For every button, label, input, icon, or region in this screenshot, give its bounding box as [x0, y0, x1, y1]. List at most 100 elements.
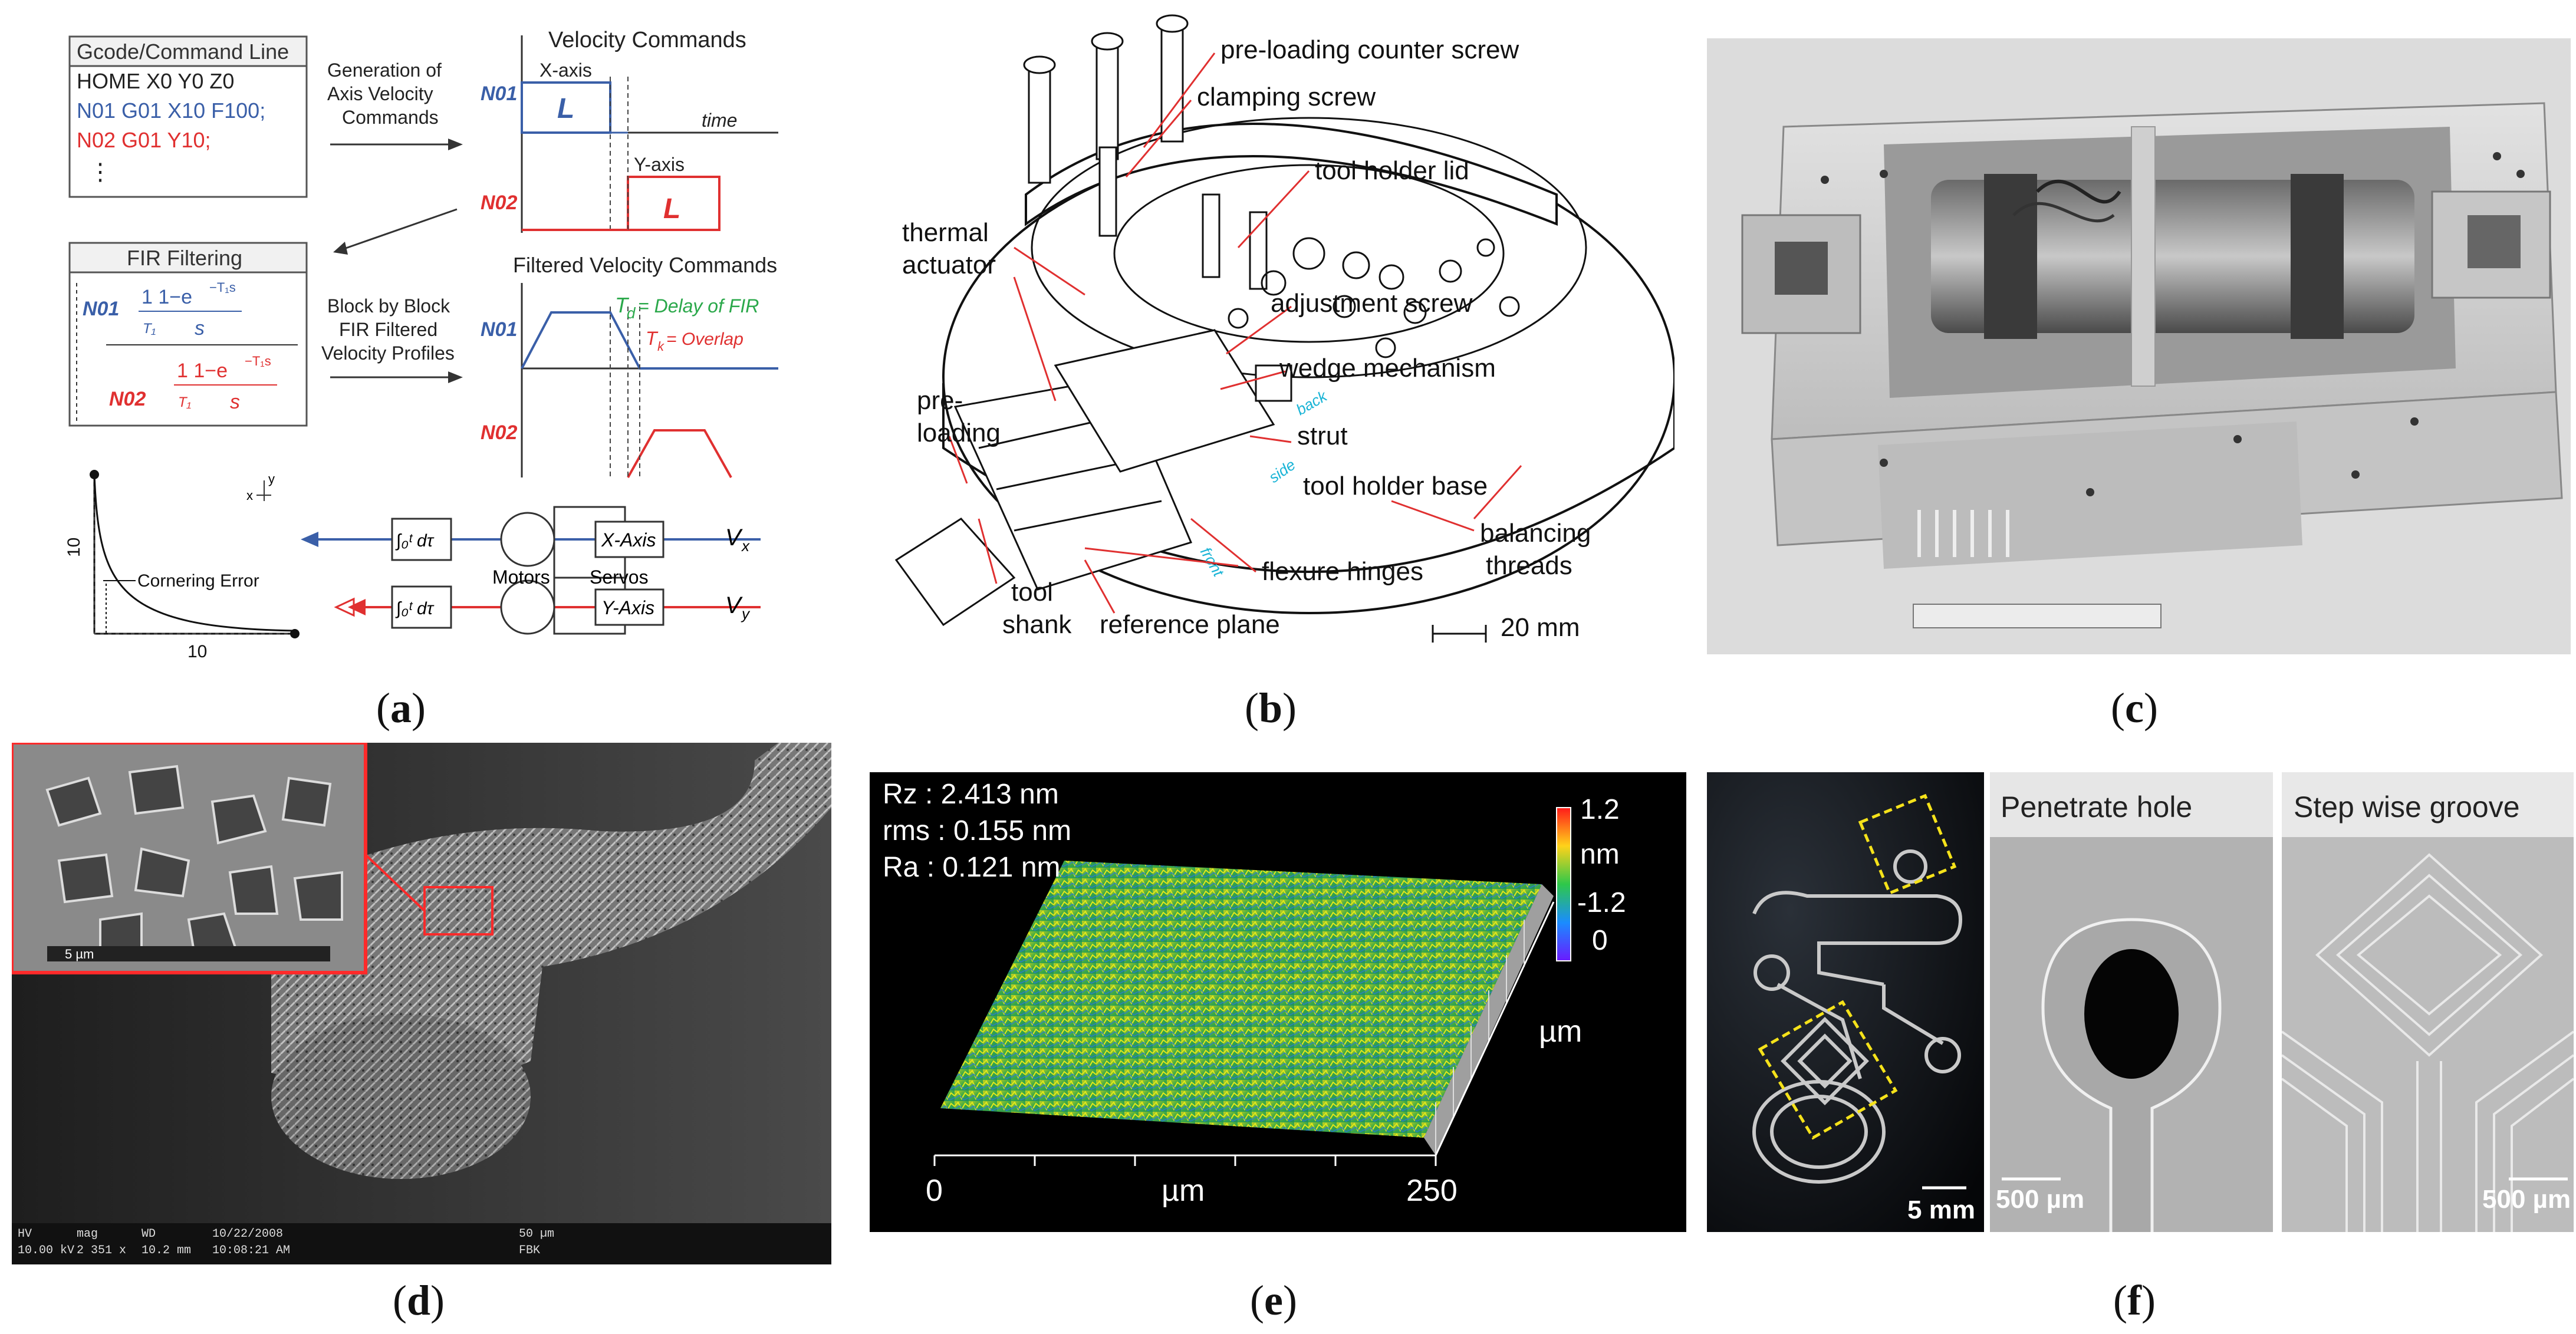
y-axis-box: Y-Axis	[601, 597, 654, 618]
vy-label: V	[725, 592, 743, 618]
small-axis-x: x	[246, 488, 253, 503]
panel-d: 5 µm HV mag WD 10/22/2008 50 µm 10.00 kV…	[12, 743, 831, 1264]
footer-hv: HV	[18, 1227, 32, 1241]
label-tool-1: tool	[1011, 578, 1053, 607]
svg-text:−T₁s: −T₁s	[245, 354, 271, 368]
caption-b: (b)	[1244, 684, 1297, 732]
gen-label-2: Axis Velocity	[327, 83, 433, 104]
caption-a: (a)	[376, 684, 426, 732]
footer-mag-val: 2 351 x	[77, 1244, 127, 1257]
vy-sub: y	[741, 605, 751, 622]
x-axis-unit: µm	[1162, 1174, 1205, 1208]
rms-text: rms : 0.155 nm	[883, 815, 1072, 846]
xaxis-label: X-axis	[539, 60, 592, 81]
gcode-title: Gcode/Command Line	[77, 39, 289, 64]
ra-text: Ra : 0.121 nm	[883, 852, 1061, 883]
vx-sub: x	[741, 537, 750, 555]
ten-x: 10	[187, 642, 207, 661]
gen-label-3: Commands	[342, 107, 439, 128]
svg-text:1 1−e: 1 1−e	[177, 360, 228, 382]
rz-text: Rz : 2.413 nm	[883, 779, 1059, 810]
panel-e-surface	[933, 807, 1571, 1166]
caption-f: (f)	[2113, 1277, 2156, 1324]
td-sub: d	[627, 304, 636, 322]
panel-a: Gcode/Command Line HOME X0 Y0 Z0 N01 G01…	[0, 0, 802, 672]
scale-left: 5 mm	[1907, 1195, 1975, 1224]
gcode-line3: N02 G01 Y10;	[77, 128, 211, 152]
panel-f-penetrate-sem	[1990, 772, 2273, 1232]
panel-f-stepwise-sem	[2282, 772, 2574, 1232]
label-preloading-counter-screw: pre-loading counter screw	[1220, 35, 1519, 64]
footer-org-val: FBK	[519, 1244, 541, 1257]
scale-right: 500 µm	[2482, 1185, 2571, 1214]
tk-sub: k	[657, 339, 664, 354]
label-pre-2: loading	[917, 419, 1001, 447]
footer-mag: mag	[77, 1227, 98, 1241]
x-axis-250: 250	[1406, 1174, 1458, 1208]
tk-text: = Overlap	[666, 330, 743, 349]
gcode-line1: HOME X0 Y0 Z0	[77, 69, 234, 93]
gcode-dots: ⋮	[88, 159, 112, 185]
stepwise-label: Step wise groove	[2294, 790, 2520, 824]
svg-text:s: s	[230, 391, 240, 413]
footer-date: 10/22/2008	[212, 1227, 284, 1241]
colorbar-unit: nm	[1580, 839, 1620, 870]
panel-c	[1707, 38, 2571, 654]
integral-y: ∫₀ᵗ dτ	[395, 599, 435, 618]
fn02: N02	[481, 421, 517, 444]
svg-text:s: s	[195, 317, 205, 340]
panel-f-chip-photo	[1707, 772, 1984, 1232]
panel-f: 5 mm Penetrate hole 500 µm Step wise gro…	[1707, 772, 2574, 1232]
colorbar-zero: 0	[1592, 925, 1608, 956]
x-axis-box: X-Axis	[601, 529, 656, 551]
L-blue: L	[557, 93, 574, 124]
integral-x: ∫₀ᵗ dτ	[395, 531, 435, 551]
label-tool-holder-base: tool holder base	[1303, 472, 1488, 500]
panel-c-photo	[1707, 38, 2571, 654]
footer-hv-val: 10.00 kV	[18, 1244, 75, 1257]
tk-label: T	[646, 328, 659, 349]
svg-text:T₁: T₁	[178, 394, 191, 410]
small-axis-y: y	[268, 472, 275, 486]
penetrate-label: Penetrate hole	[2001, 790, 2193, 824]
caption-c: (c)	[2111, 684, 2158, 732]
gen-label-1: Generation of	[327, 60, 442, 81]
label-flexure-hinges: flexure hinges	[1262, 557, 1423, 586]
filtered-title: Filtered Velocity Commands	[513, 253, 777, 277]
label-thermal-1: thermal	[902, 218, 989, 247]
gcode-line2: N01 G01 X10 F100;	[77, 98, 265, 123]
label-balancing-2: threads	[1486, 551, 1572, 580]
ten-y: 10	[64, 538, 84, 557]
footer-wd-val: 10.2 mm	[142, 1244, 192, 1257]
L-red: L	[663, 193, 680, 225]
td-label: T	[615, 293, 630, 317]
fn01: N01	[481, 318, 517, 341]
label-adjustment-screw: adjustment screw	[1271, 289, 1473, 318]
caption-e: (e)	[1250, 1277, 1297, 1324]
panel-b-diagram: back side front	[894, 14, 1674, 643]
y-axis-unit: µm	[1539, 1015, 1583, 1049]
fir-n02: N02	[109, 388, 146, 410]
cornering-label: Cornering Error	[137, 571, 259, 591]
motors-label: Motors	[492, 566, 550, 588]
label-wedge-mechanism: wedge mechanism	[1279, 354, 1496, 383]
n01-label: N01	[481, 83, 517, 105]
panel-d-sem: 5 µm	[12, 743, 831, 1264]
label-tool-holder-lid: tool holder lid	[1315, 156, 1469, 185]
footer-scale: 50 µm	[519, 1227, 555, 1241]
panel-e: Rz : 2.413 nm rms : 0.155 nm Ra : 0.121 …	[870, 772, 1686, 1232]
yaxis-label: Y-axis	[634, 154, 685, 175]
fir-title: FIR Filtering	[127, 246, 242, 270]
label-thermal-2: actuator	[902, 251, 996, 279]
vel-title: Velocity Commands	[548, 28, 746, 52]
vx-label: V	[725, 525, 743, 551]
servos-label: Servos	[590, 566, 649, 588]
footer-time-val: 10:08:21 AM	[212, 1244, 291, 1257]
label-pre-1: pre-	[917, 386, 963, 415]
svg-text:1 1−e: 1 1−e	[142, 286, 192, 308]
label-reference-plane: reference plane	[1100, 610, 1280, 639]
time-label: time	[702, 110, 737, 131]
sem-footer: HV mag WD 10/22/2008 50 µm 10.00 kV 2 35…	[12, 1225, 831, 1263]
label-balancing-1: balancing	[1480, 519, 1591, 548]
n02-label: N02	[481, 192, 517, 214]
